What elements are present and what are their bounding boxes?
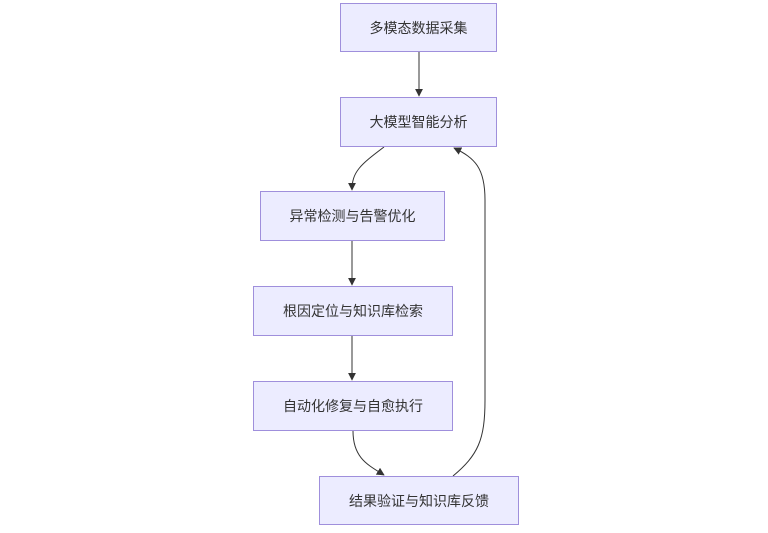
node-label: 多模态数据采集 [369, 20, 468, 37]
node-root-cause-knowledge-retrieval: 根因定位与知识库检索 [253, 286, 453, 336]
edge-n6-n2-feedback [452, 147, 486, 477]
node-label: 大模型智能分析 [369, 115, 468, 131]
node-result-verification-knowledge-feedback: 结果验证与知识库反馈 [319, 476, 519, 525]
node-automated-repair-self-healing: 自动化修复与自愈执行 [253, 381, 453, 431]
node-label: 结果验证与知识库反馈 [349, 493, 489, 510]
edge-n2-n3 [348, 146, 385, 191]
edge-n5-n6 [352, 430, 385, 476]
node-label: 根因定位与知识库检索 [283, 304, 423, 320]
node-multimodal-data-collection: 多模态数据采集 [340, 3, 497, 52]
node-anomaly-detection-alert-optimization: 异常检测与告警优化 [260, 191, 445, 241]
node-llm-intelligent-analysis: 大模型智能分析 [340, 97, 497, 147]
node-label: 异常检测与告警优化 [289, 209, 416, 225]
node-label: 自动化修复与自愈执行 [283, 399, 423, 415]
